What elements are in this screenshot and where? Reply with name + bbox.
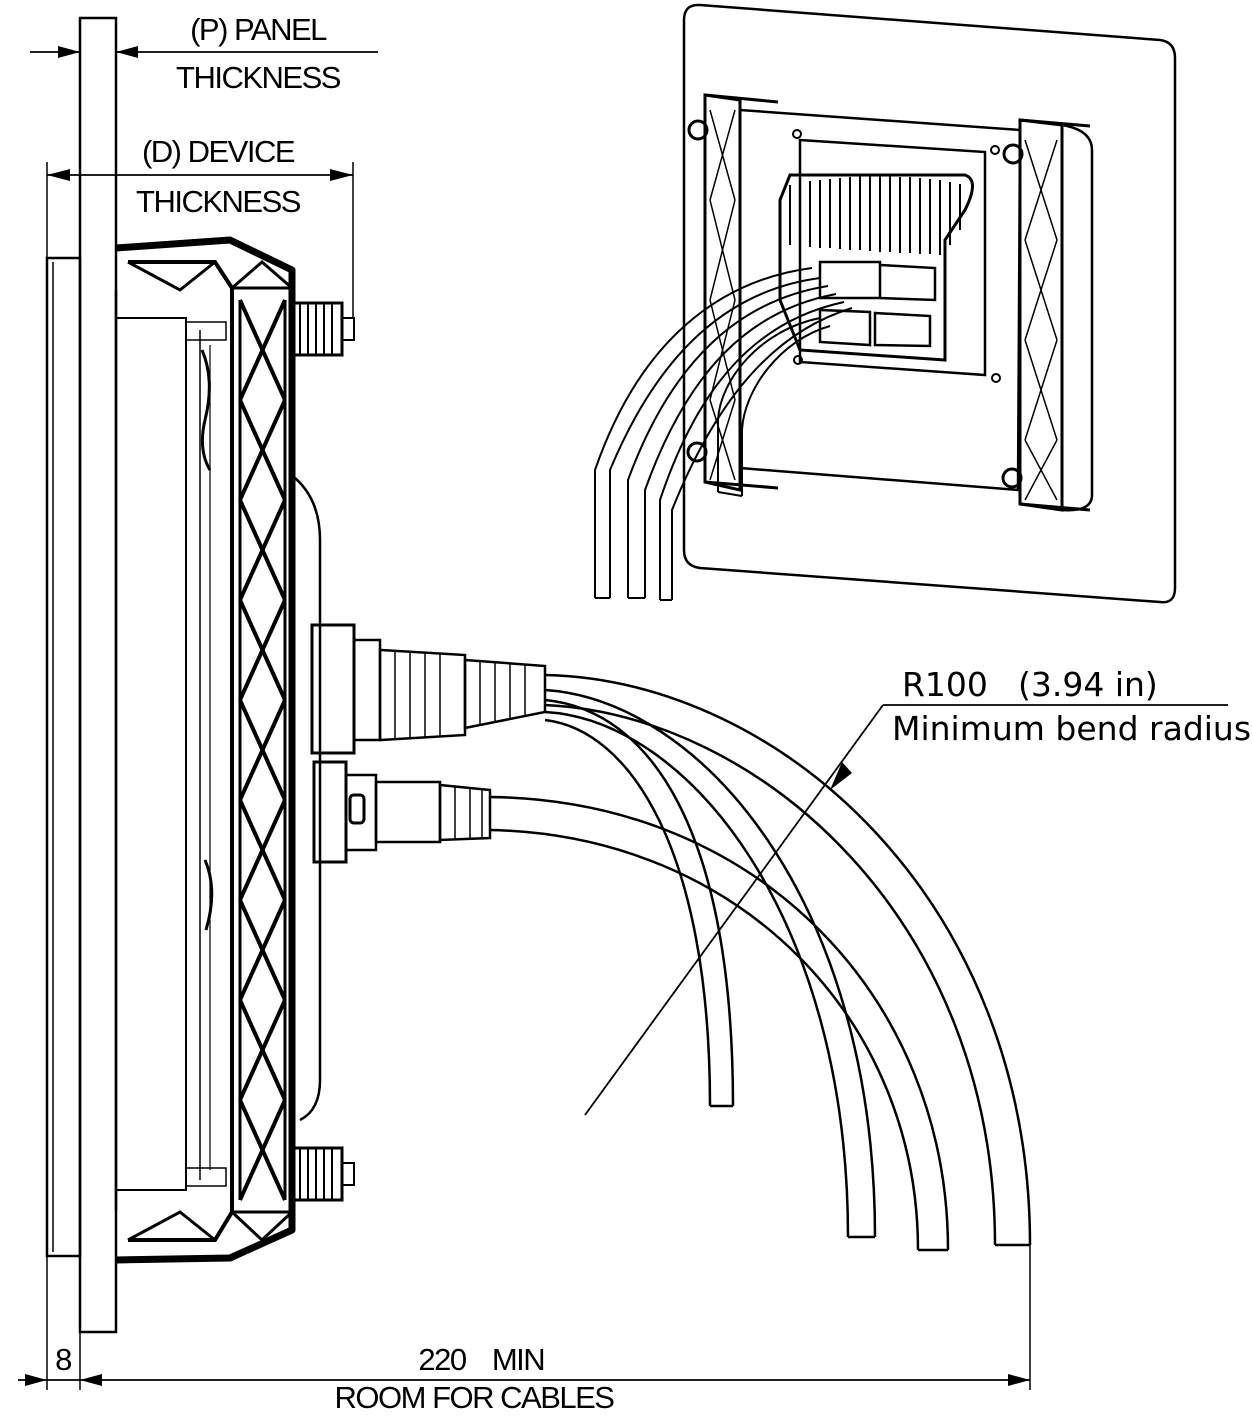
bottom-dimensions	[18, 1245, 1031, 1390]
display-front-bezel	[45, 256, 82, 1258]
bend-radius-leader	[584, 704, 1228, 1116]
clamp-screw-knob-top	[292, 301, 355, 357]
device-thickness-dimension	[46, 162, 354, 318]
panel-thickness-label-line1: (P) PANEL	[190, 12, 327, 47]
inset-rear-view	[594, 3, 1177, 604]
device-body	[114, 290, 322, 1210]
panel-thickness-dimension	[30, 46, 378, 58]
device-thickness-label-line1: (D) DEVICE	[142, 134, 295, 169]
bend-radius-inches: (3.94 in)	[1018, 665, 1158, 704]
device-thickness-label-line2: THICKNESS	[136, 184, 301, 219]
bend-radius-value: R100	[902, 665, 988, 704]
room-dimension-suffix: MIN	[492, 1342, 544, 1377]
mounting-panel	[78, 16, 118, 1334]
mounting-bracket	[115, 236, 296, 1264]
connector-upper	[310, 623, 547, 755]
clamp-screw-knob-bottom	[292, 1146, 355, 1202]
cable-bundle	[489, 673, 1032, 1252]
bend-radius-caption: Minimum bend radius	[892, 709, 1251, 748]
connector-lower	[312, 760, 492, 864]
panel-thickness-label-line2: THICKNESS	[176, 60, 341, 95]
room-caption: ROOM FOR CABLES	[335, 1380, 615, 1415]
room-dimension-value: 220	[418, 1342, 466, 1377]
offset-dimension-value: 8	[55, 1342, 71, 1377]
